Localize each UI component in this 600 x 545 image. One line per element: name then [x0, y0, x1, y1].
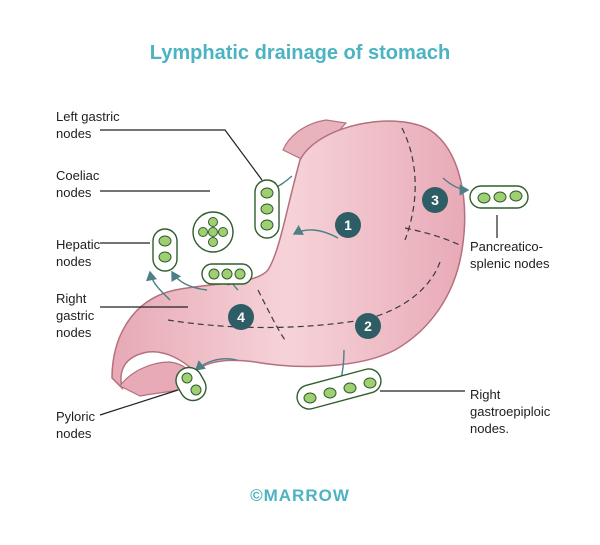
zone-divider-fundus [401, 127, 416, 241]
pancreatico-splenic-nodes [469, 185, 529, 209]
zone-divider-greater [404, 227, 463, 247]
zone-badge-4-label: 4 [237, 309, 245, 325]
label-right-gastric-nodes: Right gastric nodes [56, 291, 95, 340]
label-hepatic-nodes: Hepatic nodes [56, 237, 101, 269]
zone-badge-3: 3 [422, 187, 448, 213]
hepatic-nodes [152, 228, 178, 272]
label-left-gastric-nodes: Left gastric nodes [56, 109, 120, 141]
right-gastric-nodes [201, 263, 253, 285]
pyloric-nodes [175, 366, 207, 402]
zone-badge-1: 1 [335, 212, 361, 238]
label-pancreatico-splenic-nodes: Pancreatico- splenic nodes [470, 239, 550, 271]
leader-lines [99, 129, 498, 416]
diagram-title: Lymphatic drainage of stomach [149, 42, 451, 64]
label-right-gastroepiploic-nodes: Right gastroepiploic nodes. [470, 387, 551, 436]
right-gastroepiploic-nodes [296, 368, 382, 410]
zone-badge-2: 2 [355, 313, 381, 339]
label-pyloric-nodes: Pyloric nodes [56, 409, 96, 441]
marrow-logo: ©MARROW [250, 486, 350, 505]
zone-badge-3-label: 3 [431, 192, 439, 208]
zone-badge-2-label: 2 [364, 318, 372, 334]
zone-badge-4: 4 [228, 304, 254, 330]
zone-divider-lesser [167, 261, 441, 329]
coeliac-nodes [192, 211, 234, 253]
left-gastric-nodes [254, 179, 280, 239]
zone-badge-1-label: 1 [344, 217, 352, 233]
zone-divider-pyloric [257, 289, 286, 341]
label-coeliac-nodes: Coeliac nodes [56, 168, 100, 200]
